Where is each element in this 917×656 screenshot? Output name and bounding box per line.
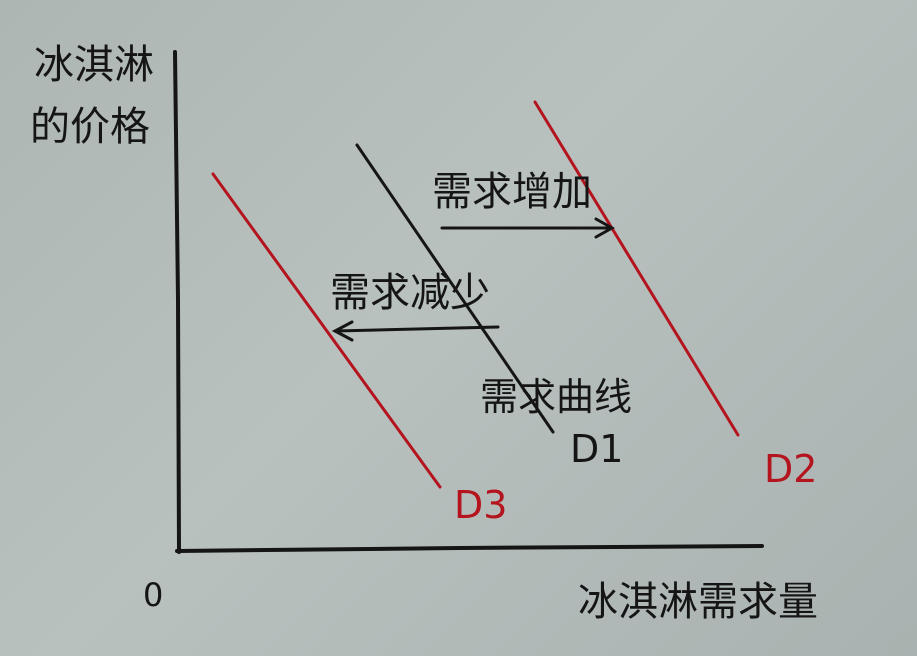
x-axis-label: 冰淇淋需求量 <box>578 579 818 625</box>
demand-curve-d1 <box>355 143 555 434</box>
x-axis <box>175 544 764 553</box>
decrease-label: 需求减少 <box>330 270 490 316</box>
demand-curve-d2 <box>533 100 740 437</box>
demand-curve-label: 需求曲线 <box>480 375 632 419</box>
d3-label: D3 <box>454 483 507 527</box>
origin-label: 0 <box>143 576 163 614</box>
d1-label: D1 <box>570 427 623 471</box>
y-axis-label-line-2: 的价格 <box>30 104 150 150</box>
y-axis <box>173 50 181 554</box>
y-axis-label-line-1: 冰淇淋 <box>34 42 154 88</box>
demand-curve-d3 <box>211 172 442 489</box>
increase-arrow <box>440 217 616 239</box>
increase-label: 需求增加 <box>432 169 592 215</box>
d2-label: D2 <box>764 447 817 491</box>
decrease-arrow <box>331 320 500 342</box>
